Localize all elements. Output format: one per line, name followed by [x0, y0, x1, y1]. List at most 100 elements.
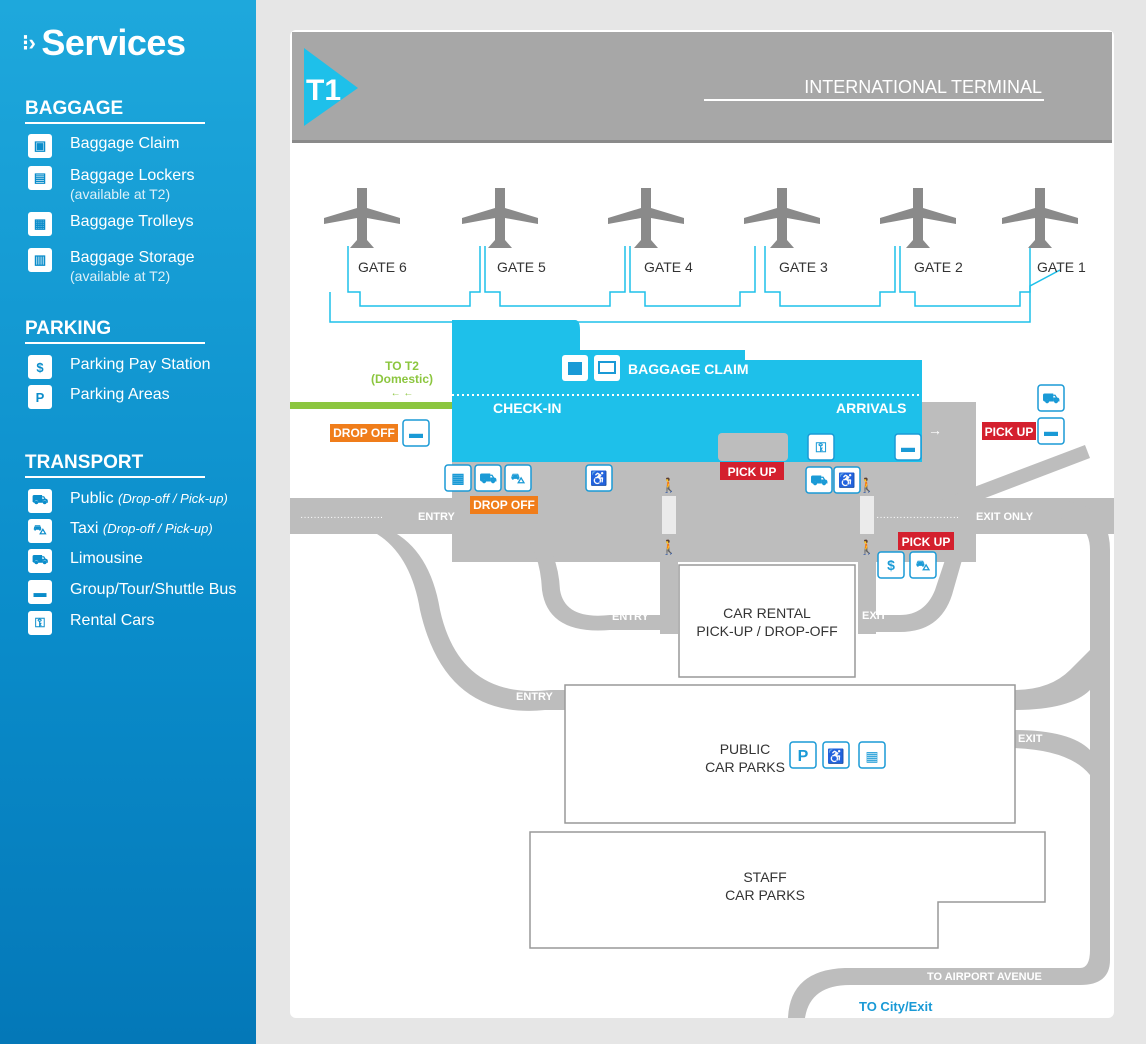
bus-icon-glyph: ▬ [409, 425, 423, 441]
svg-text:▦: ▦ [865, 748, 878, 764]
legend-item-limousine: ⛟ Limousine [28, 549, 143, 573]
wheelchair-icon [822, 741, 850, 769]
terminal-code: T1 [306, 74, 341, 107]
svg-text:♿: ♿ [827, 748, 844, 765]
pedestrian-icon: 🚶 [858, 539, 875, 556]
legend-label: Parking Pay Station [70, 356, 211, 373]
public-transport-icon [805, 466, 833, 494]
pick-up-label: PICK UP [985, 425, 1034, 439]
taxi-icon: ⛍ [28, 519, 52, 543]
rental-car-icon: ⚿ [28, 611, 52, 635]
trolley-icon [858, 741, 886, 769]
legend-sublabel: (available at T2) [70, 186, 171, 202]
parking-pay-icon [877, 551, 905, 579]
gate-label-5: GATE 5 [497, 259, 546, 275]
pedestrian-icon: 🚶 [660, 477, 677, 494]
wheelchair-icon-glyph: ♿ [838, 472, 855, 489]
exit-label: EXIT [862, 610, 887, 622]
public-transport-icon: ⛟ [28, 489, 52, 513]
check-in-label: CHECK-IN [493, 400, 561, 416]
parking-pay-icon-glyph: $ [887, 557, 895, 573]
parking-icon: P [28, 385, 52, 409]
gate-labels: GATE 6 GATE 5 GATE 4 GATE 3 GATE 2 GATE … [358, 259, 1086, 275]
legend-label: Parking Areas [70, 386, 170, 403]
rental-car-icon-glyph: ⚿ [816, 439, 827, 455]
wheelchair-icon [585, 464, 613, 492]
limousine-icon [1037, 384, 1065, 412]
to-city-label: TO City/Exit [859, 999, 933, 1014]
wheelchair-icon [833, 466, 861, 494]
public-transport-icon-glyph: ⛟ [810, 472, 828, 488]
pick-up-label: PICK UP [902, 535, 951, 549]
legend-label: Baggage Storage [70, 249, 195, 266]
bus-icon [402, 419, 430, 447]
gate-label-1: GATE 1 [1037, 259, 1086, 275]
pick-up-label: PICK UP [728, 465, 777, 479]
taxi-icon-glyph: ⛍ [511, 470, 526, 486]
aircraft-row [324, 188, 1078, 248]
legend-item-rental-cars: ⚿ Rental Cars [28, 611, 154, 635]
entry-label: ENTRY [612, 611, 650, 623]
legend-label: Baggage Lockers [70, 167, 195, 184]
airplane-icon-2 [880, 188, 956, 248]
public-car-parks-label: PUBLIC [720, 741, 771, 757]
pick-up-badge [982, 422, 1036, 440]
arrow-right-icon: → [928, 422, 942, 438]
legend-item-parking-areas: P Parking Areas [28, 385, 170, 409]
baggage-claim-label: BAGGAGE CLAIM [628, 361, 749, 377]
roads [290, 402, 1114, 1018]
legend-label: Baggage Claim [70, 135, 180, 152]
svg-text:P: P [798, 748, 809, 765]
section-heading-transport: TRANSPORT [25, 452, 205, 478]
terminal-map: T1 INTERNATIONAL TERMINAL TO T2 (Domesti… [290, 30, 1114, 1018]
chevron-right-icon: ⁝› [22, 30, 36, 55]
arrivals-label: ARRIVALS [836, 400, 907, 416]
bus-icon [1037, 417, 1065, 445]
terminal-badge [304, 48, 358, 126]
trolley-icon-glyph: ▦ [451, 470, 464, 486]
public-transport-icon [474, 464, 502, 492]
road-arrow: ························· [300, 512, 383, 523]
car-rental-sublabel: PICK-UP / DROP-OFF [696, 623, 837, 639]
legend-item-public: ⛟ Public (Drop-off / Pick-up) [28, 489, 228, 513]
map-header [292, 32, 1112, 142]
legend-sublabel: (available at T2) [70, 268, 171, 284]
legend-item-baggage-storage: ▥ Baggage Storage(available at T2) [28, 248, 195, 286]
baggage-claim-marker [562, 355, 620, 381]
pick-up-badge [898, 532, 954, 550]
taxi-icon [909, 551, 937, 579]
services-sidebar: ⁝› Services BAGGAGE ▣ Baggage Claim ▤ Ba… [0, 0, 256, 1044]
bus-icon-glyph: ▬ [1044, 423, 1058, 439]
map-canvas: T1 INTERNATIONAL TERMINAL TO T2 (Domesti… [290, 32, 1114, 1018]
to-airport-avenue-label: TO AIRPORT AVENUE [927, 971, 1042, 983]
legend-item-parking-pay: $ Parking Pay Station [28, 355, 211, 379]
baggage-locker-icon: ▤ [28, 166, 52, 190]
wheelchair-icon-glyph: ♿ [590, 470, 607, 487]
car-rental-label: CAR RENTAL [723, 605, 811, 621]
legend-note: (Drop-off / Pick-up) [102, 521, 213, 536]
terminal-name: INTERNATIONAL TERMINAL [804, 77, 1042, 97]
trolley-icon [444, 464, 472, 492]
staff-car-parks [529, 831, 1046, 949]
airplane-icon-6 [324, 188, 400, 248]
limousine-icon-glyph: ⛟ [1042, 390, 1060, 406]
legend-label: Limousine [70, 550, 143, 567]
staff-car-parks-label: STAFF [743, 869, 786, 885]
limousine-icon: ⛟ [28, 549, 52, 573]
service-icons [402, 384, 1065, 579]
entry-label: ENTRY [516, 691, 554, 703]
to-t2-label: TO T2 [385, 359, 419, 373]
entry-label: ENTRY [418, 511, 456, 523]
exit-label: EXIT [1018, 733, 1043, 745]
airplane-icon-1 [1002, 188, 1078, 248]
gate-label-4: GATE 4 [644, 259, 693, 275]
legend-label: Rental Cars [70, 612, 155, 629]
legend-label: Baggage Trolleys [70, 213, 194, 230]
drop-off-badge [330, 424, 398, 442]
services-title: ⁝› Services [22, 22, 186, 64]
domestic-label: (Domestic) [371, 372, 433, 386]
trolley-icon: ▦ [28, 212, 52, 236]
bus-icon-glyph: ▬ [901, 439, 915, 455]
arrow-left-icon: ← ← [391, 388, 414, 399]
gate-label-6: GATE 6 [358, 259, 407, 275]
